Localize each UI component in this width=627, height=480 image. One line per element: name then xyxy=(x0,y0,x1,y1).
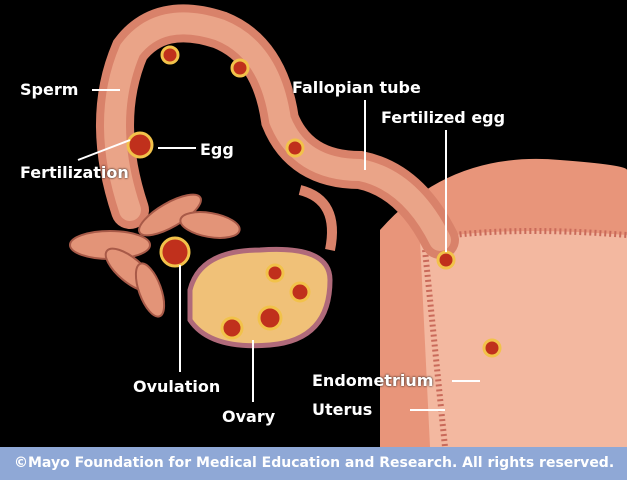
leader-lines xyxy=(77,89,480,411)
anatomy-illustration xyxy=(69,4,627,447)
copyright-footer: ©Mayo Foundation for Medical Education a… xyxy=(0,447,627,480)
label-fertilization: Fertilization xyxy=(20,163,129,182)
eggs xyxy=(126,45,502,358)
fimbriae xyxy=(69,193,241,318)
label-fertilized-egg: Fertilized egg xyxy=(381,108,506,127)
ovary xyxy=(187,246,333,349)
uterine-cavity xyxy=(420,231,627,447)
label-ovary: Ovary xyxy=(222,407,276,426)
label-endometrium: Endometrium xyxy=(312,371,434,390)
label-egg: Egg xyxy=(200,140,234,159)
label-sperm: Sperm xyxy=(20,80,79,99)
label-uterus: Uterus xyxy=(312,400,373,419)
label-fallopian-tube: Fallopian tube xyxy=(292,78,421,97)
label-ovulation: Ovulation xyxy=(133,377,221,396)
